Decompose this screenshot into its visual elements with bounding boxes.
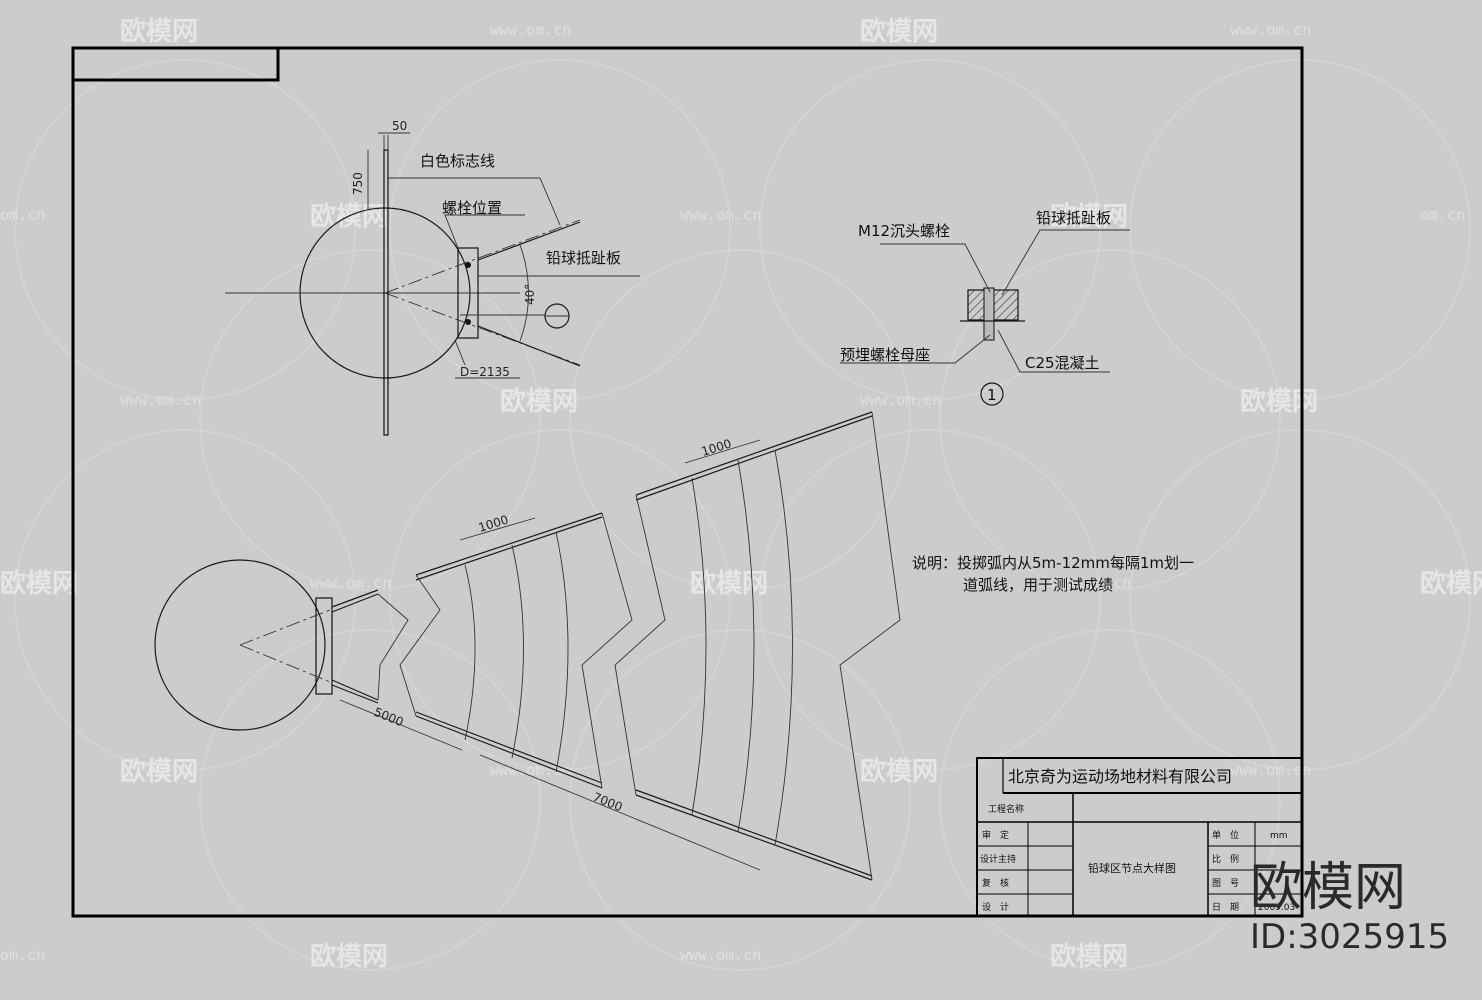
dim-1000-b: 1000 bbox=[700, 437, 733, 459]
watermark-logo: 欧模网 bbox=[500, 386, 578, 417]
tb-row-label: 比 例 bbox=[1212, 853, 1239, 865]
watermark-url: www.om.cn bbox=[120, 391, 201, 409]
angle-label: 40° bbox=[523, 284, 537, 305]
watermark-url: www.om.cn bbox=[310, 574, 391, 592]
watermark-url: www.om.cn bbox=[490, 21, 571, 39]
nut-seat-label: 预埋螺栓母座 bbox=[840, 346, 930, 364]
note-line-1: 说明：投掷弧内从5m-12mm每隔1m划一 bbox=[912, 554, 1194, 572]
watermark-logo: 欧模网 bbox=[0, 568, 78, 599]
watermark-url: www.om.cn bbox=[860, 391, 941, 409]
company-name: 北京奇为运动场地材料有限公司 bbox=[1008, 767, 1232, 786]
note-line-2: 道弧线，用于测试成绩 bbox=[963, 576, 1113, 594]
watermark-logo: 欧模网 bbox=[120, 16, 198, 47]
title-block: 北京奇为运动场地材料有限公司 工程名称 审 定 设计主持 复 核 设 计 铅球区… bbox=[976, 757, 1303, 917]
watermark-logo: 欧模网 bbox=[690, 568, 768, 599]
tb-row-label: 单 位 bbox=[1212, 829, 1239, 841]
tb-row-value: mm bbox=[1270, 831, 1288, 841]
toe-board-label: 铅球抵趾板 bbox=[546, 249, 621, 267]
watermark-logo: 欧模网 bbox=[1420, 568, 1482, 599]
dim-50: 50 bbox=[392, 119, 407, 133]
tb-row-label: 设计主持 bbox=[980, 853, 1016, 865]
watermark-url: om.cn bbox=[0, 206, 45, 224]
watermark-logo: 欧模网 bbox=[860, 756, 938, 787]
watermark-logo: 欧模网 bbox=[860, 16, 938, 47]
bolt-position-label: 螺栓位置 bbox=[442, 199, 502, 217]
dim-750: 750 bbox=[351, 172, 365, 195]
drawing-note: 说明：投掷弧内从5m-12mm每隔1m划一 道弧线，用于测试成绩 bbox=[912, 554, 1194, 594]
white-marker-line bbox=[383, 149, 389, 436]
project-name-label: 工程名称 bbox=[988, 803, 1024, 815]
dim-5000: 5000 bbox=[372, 705, 406, 729]
watermark-url: om.cn bbox=[1420, 206, 1465, 224]
toe-board bbox=[315, 597, 333, 695]
throwing-circle bbox=[154, 559, 326, 731]
tb-row-value: 2009.03 bbox=[1258, 903, 1295, 913]
watermark-big-logo: 欧模网 bbox=[1250, 858, 1406, 918]
drawing-title: 铅球区节点大样图 bbox=[1088, 861, 1176, 875]
watermark-logo: 欧模网 bbox=[1050, 941, 1128, 972]
dim-7000: 7000 bbox=[591, 790, 625, 814]
watermark-logo: 欧模网 bbox=[1240, 386, 1318, 417]
watermark-logo: 欧模网 bbox=[120, 756, 198, 787]
watermark-url: www.om.cn bbox=[490, 761, 571, 779]
tb-row-label: 日 期 bbox=[1212, 902, 1239, 913]
tb-row-label: 审 定 bbox=[982, 829, 1009, 841]
toe-board-label: 铅球抵趾板 bbox=[1036, 209, 1111, 227]
section-marker bbox=[980, 382, 1004, 406]
throwing-circle-detail: 50 750 40° 白色标志线 螺栓位置 铅球抵趾板 D=2135 bbox=[225, 119, 640, 436]
site-watermark: 欧模网 ID:3025915 bbox=[1250, 858, 1449, 957]
concrete-label: C25混凝土 bbox=[1025, 354, 1100, 372]
watermark-id: ID:3025915 bbox=[1250, 917, 1449, 957]
toe-board-section-detail: M12沉头螺栓 铅球抵趾板 预埋螺栓母座 C25混凝土 1 bbox=[840, 209, 1130, 406]
section-marker-text: 1 bbox=[987, 386, 997, 404]
toe-board bbox=[457, 247, 479, 339]
drawing-frame bbox=[71, 46, 1304, 918]
bolt-label: M12沉头螺栓 bbox=[858, 222, 950, 240]
watermark-logo: 欧模网 bbox=[1050, 201, 1128, 232]
throwing-sector-plan: 1000 1000 5000 7000 bbox=[154, 411, 901, 881]
watermark-url: www.om.cn bbox=[1230, 21, 1311, 39]
tb-row-label: 复 核 bbox=[982, 877, 1009, 889]
tb-row-label: 设 计 bbox=[982, 901, 1009, 913]
watermark-url: om.cn bbox=[0, 946, 45, 964]
white-line-label: 白色标志线 bbox=[420, 152, 495, 170]
watermark-layer: 欧模网 www.om.cn 欧模网 www.om.cn om.cn 欧模网 ww… bbox=[0, 16, 1482, 972]
tb-row-label: 图 号 bbox=[1212, 878, 1239, 889]
watermark-logo: 欧模网 bbox=[310, 941, 388, 972]
bolt-section bbox=[983, 287, 995, 341]
dim-1000-a: 1000 bbox=[477, 513, 510, 535]
watermark-url: www.om.cn bbox=[680, 206, 761, 224]
diameter-label: D=2135 bbox=[460, 365, 510, 379]
watermark-url: www.om.cn bbox=[1230, 761, 1311, 779]
watermark-url: www.om.cn bbox=[1050, 574, 1131, 592]
bolt-dot bbox=[465, 262, 471, 268]
watermark-url: www.om.cn bbox=[680, 946, 761, 964]
